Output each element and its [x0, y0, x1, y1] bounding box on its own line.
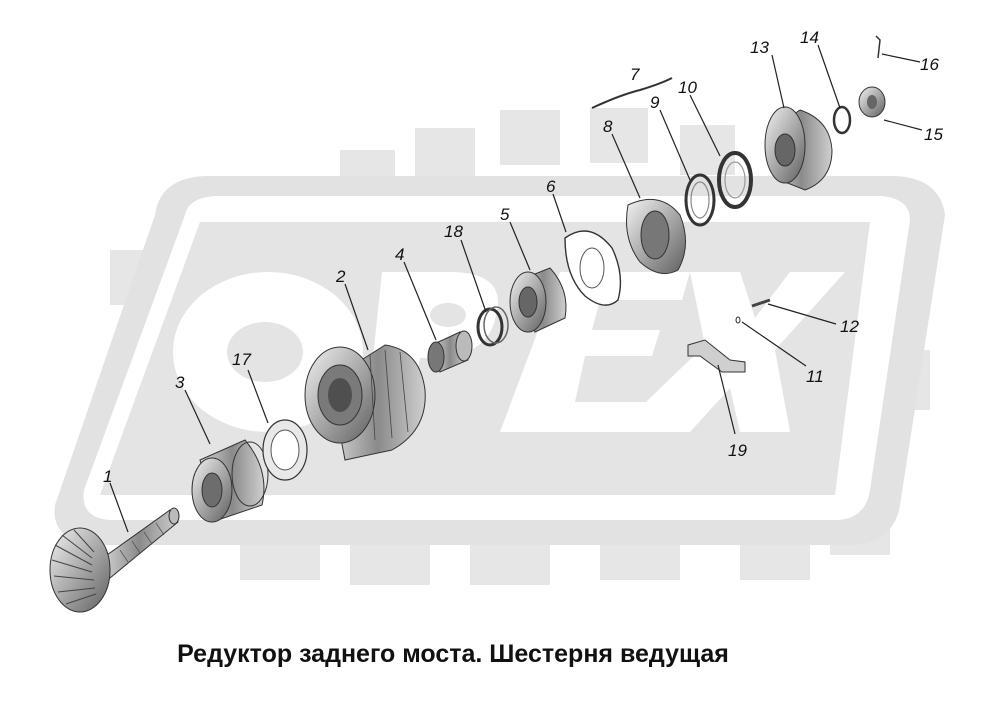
callout-16: 16	[920, 55, 939, 74]
callout-5: 5	[500, 205, 510, 224]
callout-14: 14	[800, 28, 819, 47]
drive-pinion-gear	[49, 507, 180, 613]
bolt	[751, 298, 771, 308]
adjusting-ring	[476, 306, 509, 347]
callout-7: 7	[630, 65, 640, 84]
roller-bearing	[509, 267, 567, 333]
lock-plate	[687, 339, 746, 373]
callout-13: 13	[750, 38, 769, 57]
gasket	[564, 230, 622, 306]
drive-flange	[764, 106, 833, 191]
nut	[858, 86, 886, 118]
diagram-caption: Редуктор заднего моста. Шестерня ведущая	[177, 640, 729, 668]
bearing-housing	[304, 344, 426, 461]
callout-18: 18	[444, 222, 463, 241]
shim	[262, 419, 308, 481]
callout-10: 10	[678, 78, 697, 97]
callout-6: 6	[546, 177, 556, 196]
callout-15: 15	[924, 125, 943, 144]
callout-1: 1	[103, 467, 112, 486]
callout-3: 3	[175, 373, 185, 392]
washer	[832, 105, 852, 135]
callout-12: 12	[840, 317, 859, 336]
cotter-pin	[875, 35, 881, 59]
callout-2: 2	[335, 267, 346, 286]
bearing-cover	[626, 198, 686, 275]
oil-seal	[684, 173, 716, 227]
wire	[591, 77, 673, 109]
callout-4: 4	[395, 245, 404, 264]
leader-lines	[109, 44, 923, 533]
callout-11: 11	[806, 367, 824, 386]
oil-deflector	[717, 151, 753, 209]
callout-19: 19	[728, 441, 747, 460]
tapered-roller-bearing	[191, 439, 269, 523]
callout-9: 9	[650, 93, 660, 112]
lock-pin	[735, 316, 741, 324]
callout-8: 8	[603, 117, 613, 136]
callout-17: 17	[232, 350, 251, 369]
spacer-bushing	[427, 330, 473, 373]
callout-labels: 1 2 3 4 5 6 7 8 9 10 11 12 13 14 15 16 1…	[103, 28, 943, 486]
